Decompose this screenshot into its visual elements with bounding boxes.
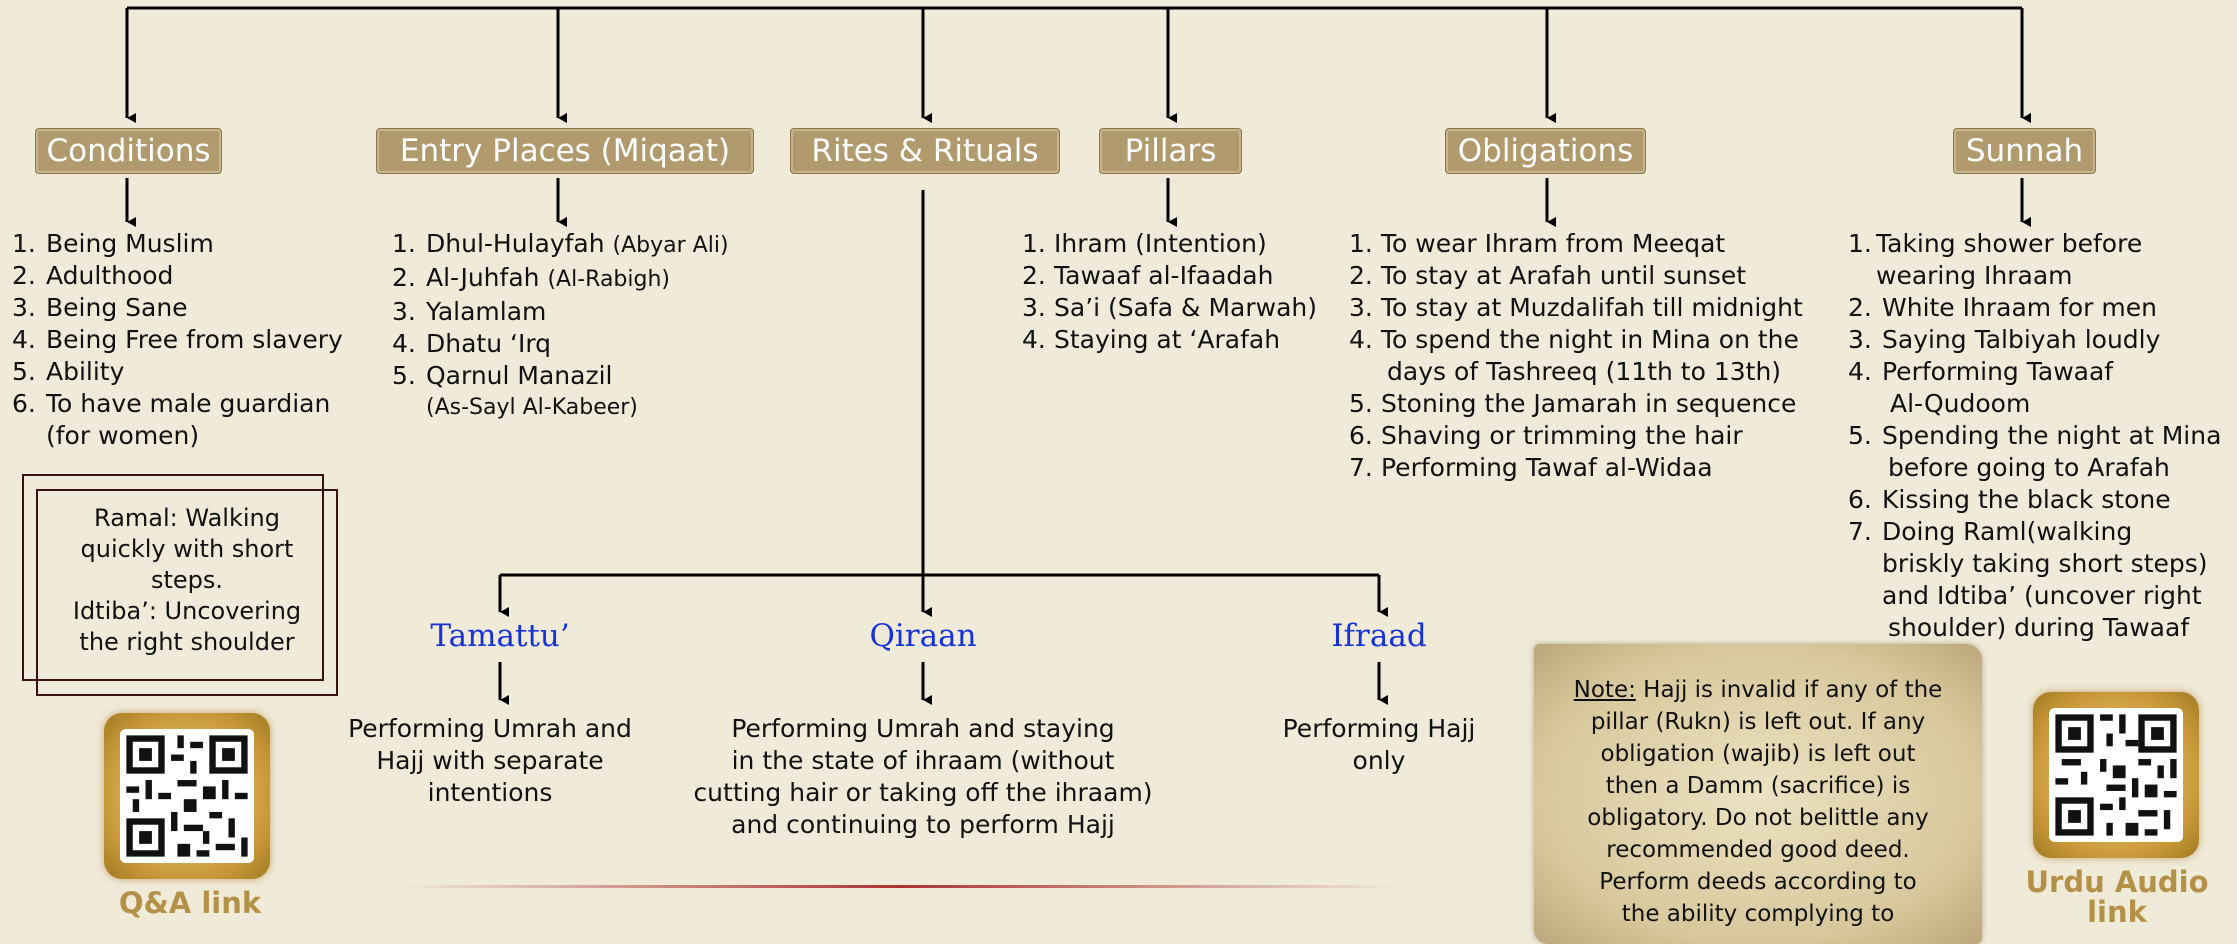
qr-code-icon [2049, 708, 2183, 842]
list-item-continuation: and Idtiba’ (uncover right [1882, 581, 2202, 610]
list-item: 4.Being Free from slavery [12, 325, 343, 354]
list-item: 7.Doing Raml(walking [1848, 517, 2133, 546]
list-item-continuation: shoulder) during Tawaaf [1888, 613, 2190, 642]
list-item: 1.Taking shower before [1848, 229, 2143, 258]
list-item-continuation: wearing Ihraam [1876, 261, 2073, 290]
hajj-type-qiraan: Qiraan [869, 618, 977, 654]
list-item: 4.Performing Tawaaf [1848, 357, 2114, 386]
list-item: 3.Yalamlam [392, 297, 547, 326]
qr-code-icon [120, 729, 254, 863]
definition-line: quickly with short [80, 535, 294, 563]
list-item-continuation: briskly taking short steps) [1882, 549, 2208, 578]
obligations-list: 1.To wear Ihram from Meeqat 2.To stay at… [1349, 228, 1803, 484]
list-item-continuation: (for women) [46, 421, 200, 450]
list-item: 5.Stoning the Jamarah in sequence [1349, 389, 1797, 418]
list-item-continuation: (As-Sayl Al-Kabeer) [426, 395, 638, 420]
list-item: 2.Al-Juhfah (Al-Rabigh) [392, 263, 670, 292]
sunnah-list: 1.Taking shower before wearing Ihraam 2.… [1848, 228, 2221, 644]
qiraan-description: Performing Umrah and staying in the stat… [693, 714, 1153, 839]
list-item-continuation: Al-Qudoom [1890, 389, 2031, 418]
list-item: 4.Staying at ‘Arafah [1022, 325, 1281, 354]
list-item: 3.Being Sane [12, 293, 188, 322]
sunnah-header: Sunnah [1953, 128, 2096, 174]
list-item: 1.Ihram (Intention) [1022, 229, 1267, 258]
list-item: 6.Kissing the black stone [1848, 485, 2171, 514]
urdu-audio-link[interactable]: Urdu Audio link [2025, 865, 2209, 929]
definition-line: steps. [150, 566, 224, 594]
pillars-list: 1.Ihram (Intention) 2.Tawaaf al-Ifaadah … [1022, 228, 1317, 356]
miqaat-list: 1.Dhul-Hulayfah (Abyar Ali) 2.Al-Juhfah … [392, 228, 729, 424]
definitions-frame [22, 474, 324, 681]
list-item: 2.White Ihraam for men [1848, 293, 2157, 322]
note-label: Note: [1573, 677, 1636, 703]
list-item: 2.Tawaaf al-Ifaadah [1022, 261, 1274, 290]
entry-places-header: Entry Places (Miqaat) [376, 128, 754, 174]
hajj-type-ifraad: Ifraad [1331, 618, 1427, 654]
conditions-header: Conditions [35, 128, 222, 174]
list-item: 1.To wear Ihram from Meeqat [1349, 229, 1726, 258]
ifraad-description: Performing Hajj only [1282, 714, 1476, 775]
definition-line: the right shoulder [79, 628, 295, 656]
list-item: 4.Dhatu ‘Irq [392, 329, 552, 358]
list-item: 2.To stay at Arafah until sunset [1349, 261, 1747, 290]
note-scroll [1534, 644, 1982, 944]
qa-qr-code[interactable] [104, 713, 270, 879]
note-text: Note: Hajj is invalid if any of the pill… [1573, 677, 1943, 927]
list-item: 7.Performing Tawaf al-Widaa [1349, 453, 1713, 482]
qa-link[interactable]: Q&A link [118, 886, 262, 920]
hajj-type-tamattu: Tamattu’ [430, 618, 570, 654]
list-item: 5.Spending the night at Mina [1848, 421, 2222, 450]
list-item: 5.Qarnul Manazil [392, 361, 613, 390]
urdu-audio-qr-code[interactable] [2033, 692, 2199, 858]
list-item: 2.Adulthood [12, 261, 174, 290]
list-item: 6.Shaving or trimming the hair [1349, 421, 1743, 450]
list-item: 1.Dhul-Hulayfah (Abyar Ali) [392, 229, 729, 258]
list-item: 5.Ability [12, 357, 125, 386]
divider [400, 885, 1400, 888]
definitions-box: Ramal: Walking quickly with short steps.… [36, 489, 338, 696]
list-item: 3.Sa’i (Safa & Marwah) [1022, 293, 1318, 322]
conditions-list: 1.Being Muslim 2.Adulthood 3.Being Sane … [12, 228, 343, 452]
obligations-header: Obligations [1445, 128, 1646, 174]
list-item: 3.To stay at Muzdalifah till midnight [1349, 293, 1803, 322]
list-item: 3.Saying Talbiyah loudly [1848, 325, 2161, 354]
list-item: 1.Being Muslim [12, 229, 214, 258]
pillars-header: Pillars [1099, 128, 1242, 174]
definition-line: Idtiba’: Uncovering [72, 597, 302, 625]
tamattu-description: Performing Umrah and Hajj with separate … [348, 714, 632, 807]
list-item-continuation: before going to Arafah [1888, 453, 2170, 482]
list-item: 6.To have male guardian [12, 389, 331, 418]
list-item-continuation: days of Tashreeq (11th to 13th) [1387, 357, 1782, 386]
rites-rituals-header: Rites & Rituals [790, 128, 1060, 174]
definition-line: Ramal: Walking [94, 504, 280, 532]
list-item: 4.To spend the night in Mina on the [1349, 325, 1799, 354]
